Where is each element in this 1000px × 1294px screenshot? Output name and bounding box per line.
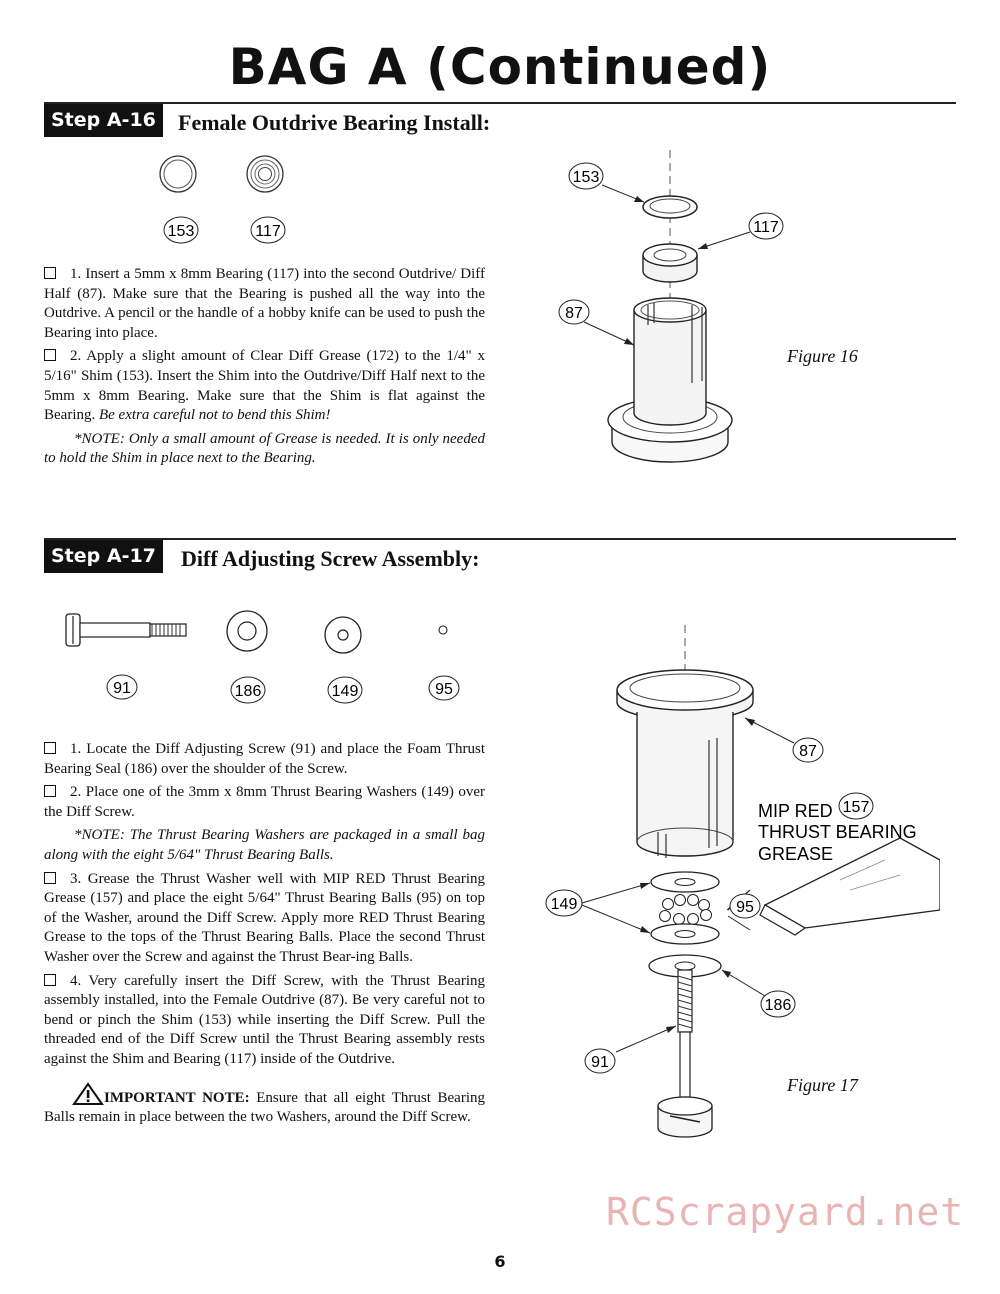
part-number-callout: 149 — [327, 676, 363, 704]
svg-text:149: 149 — [551, 896, 578, 913]
note: *NOTE: The Thrust Bearing Washers are pa… — [44, 827, 485, 863]
part-number-callout: 186 — [230, 676, 266, 704]
figure-label: Figure 16 — [787, 346, 858, 366]
svg-text:153: 153 — [168, 223, 195, 240]
note: *NOTE: Only a small amount of Grease is … — [44, 430, 485, 467]
section-divider — [44, 538, 956, 540]
checkbox[interactable] — [44, 349, 56, 362]
instructions-a17: 1. Locate the Diff Adjusting Screw (91) … — [44, 740, 485, 1132]
step-title: Diff Adjusting Screw Assembly: — [181, 546, 480, 571]
svg-text:91: 91 — [591, 1054, 609, 1071]
page-number: 6 — [494, 1252, 506, 1271]
instructions-a16: 1. Insert a 5mm x 8mm Bearing (117) into… — [44, 265, 485, 473]
instruction-2: 2. Place one of the 3mm x 8mm Thrust Bea… — [44, 784, 485, 820]
part-number-callout: 117 — [250, 216, 286, 244]
figure-label: Figure 17 — [787, 1075, 858, 1095]
svg-text:117: 117 — [255, 223, 281, 240]
svg-text:157: 157 — [843, 799, 870, 816]
svg-text:91: 91 — [113, 680, 131, 697]
checkbox[interactable] — [44, 742, 56, 754]
svg-text:MIP RED: MIP RED — [758, 801, 833, 821]
instruction-3: 3. Grease the Thrust Washer well with MI… — [44, 870, 485, 965]
callout: 149 — [545, 889, 583, 917]
part-number-callout: 153 — [163, 216, 199, 244]
parts-thumbnails: 153 117 — [159, 155, 286, 244]
parts-thumbnails: 91 186 149 95 — [65, 610, 460, 704]
bearing-part — [246, 155, 284, 193]
svg-text:87: 87 — [565, 305, 583, 322]
foam-seal-part — [226, 610, 268, 652]
callout: 87 — [558, 299, 590, 325]
instruction-1: 1. Insert a 5mm x 8mm Bearing (117) into… — [44, 266, 485, 341]
section-divider — [44, 102, 956, 104]
svg-text:153: 153 — [573, 169, 600, 186]
svg-text:GREASE: GREASE — [758, 844, 833, 864]
important-note: IMPORTANT NOTE: Ensure that all eight Th… — [44, 1081, 485, 1128]
svg-text:149: 149 — [332, 683, 359, 700]
figure-17-diagram: 87 157 149 95 186 91 MIP RED THRUST BEAR… — [545, 625, 940, 1138]
checkbox[interactable] — [44, 973, 56, 986]
step-title: Female Outdrive Bearing Install: — [178, 110, 491, 135]
callout: 153 — [568, 162, 604, 190]
ball-part — [438, 625, 448, 635]
callout: 117 — [748, 212, 784, 240]
warning-icon — [72, 1081, 104, 1105]
watermark: RCScrapyard.net — [606, 1190, 965, 1234]
checkbox[interactable] — [44, 785, 56, 798]
callout: 87 — [792, 737, 824, 763]
instruction-2: 2. Apply a slight amount of Clear Diff G… — [44, 348, 485, 424]
callout: 91 — [584, 1048, 616, 1074]
instruction-4: 4. Very carefully insert the Diff Screw,… — [44, 972, 485, 1067]
figure-16-diagram: 153 117 87 — [558, 150, 784, 463]
grease-label: MIP RED THRUST BEARING GREASE — [758, 801, 917, 864]
step-badge: Step A-17 — [44, 540, 163, 573]
callout: 157 — [838, 792, 874, 820]
svg-text:117: 117 — [753, 219, 779, 236]
callout: 95 — [729, 893, 761, 919]
svg-text:186: 186 — [765, 997, 792, 1014]
shim-part — [159, 155, 197, 193]
svg-text:95: 95 — [435, 681, 453, 698]
checkbox[interactable] — [44, 267, 56, 279]
svg-text:87: 87 — [799, 743, 817, 760]
instruction-1: 1. Locate the Diff Adjusting Screw (91) … — [44, 741, 485, 777]
callout: 186 — [760, 990, 796, 1018]
svg-text:186: 186 — [235, 683, 262, 700]
svg-text:95: 95 — [736, 899, 754, 916]
part-number-callout: 91 — [106, 674, 138, 700]
step-badge: Step A-16 — [44, 104, 163, 137]
part-number-callout: 95 — [428, 675, 460, 701]
diff-screw-part — [65, 613, 187, 647]
page-title: BAG A (Continued) — [228, 38, 772, 96]
washer-part — [324, 616, 362, 654]
checkbox[interactable] — [44, 871, 56, 884]
svg-text:THRUST BEARING: THRUST BEARING — [758, 822, 917, 842]
